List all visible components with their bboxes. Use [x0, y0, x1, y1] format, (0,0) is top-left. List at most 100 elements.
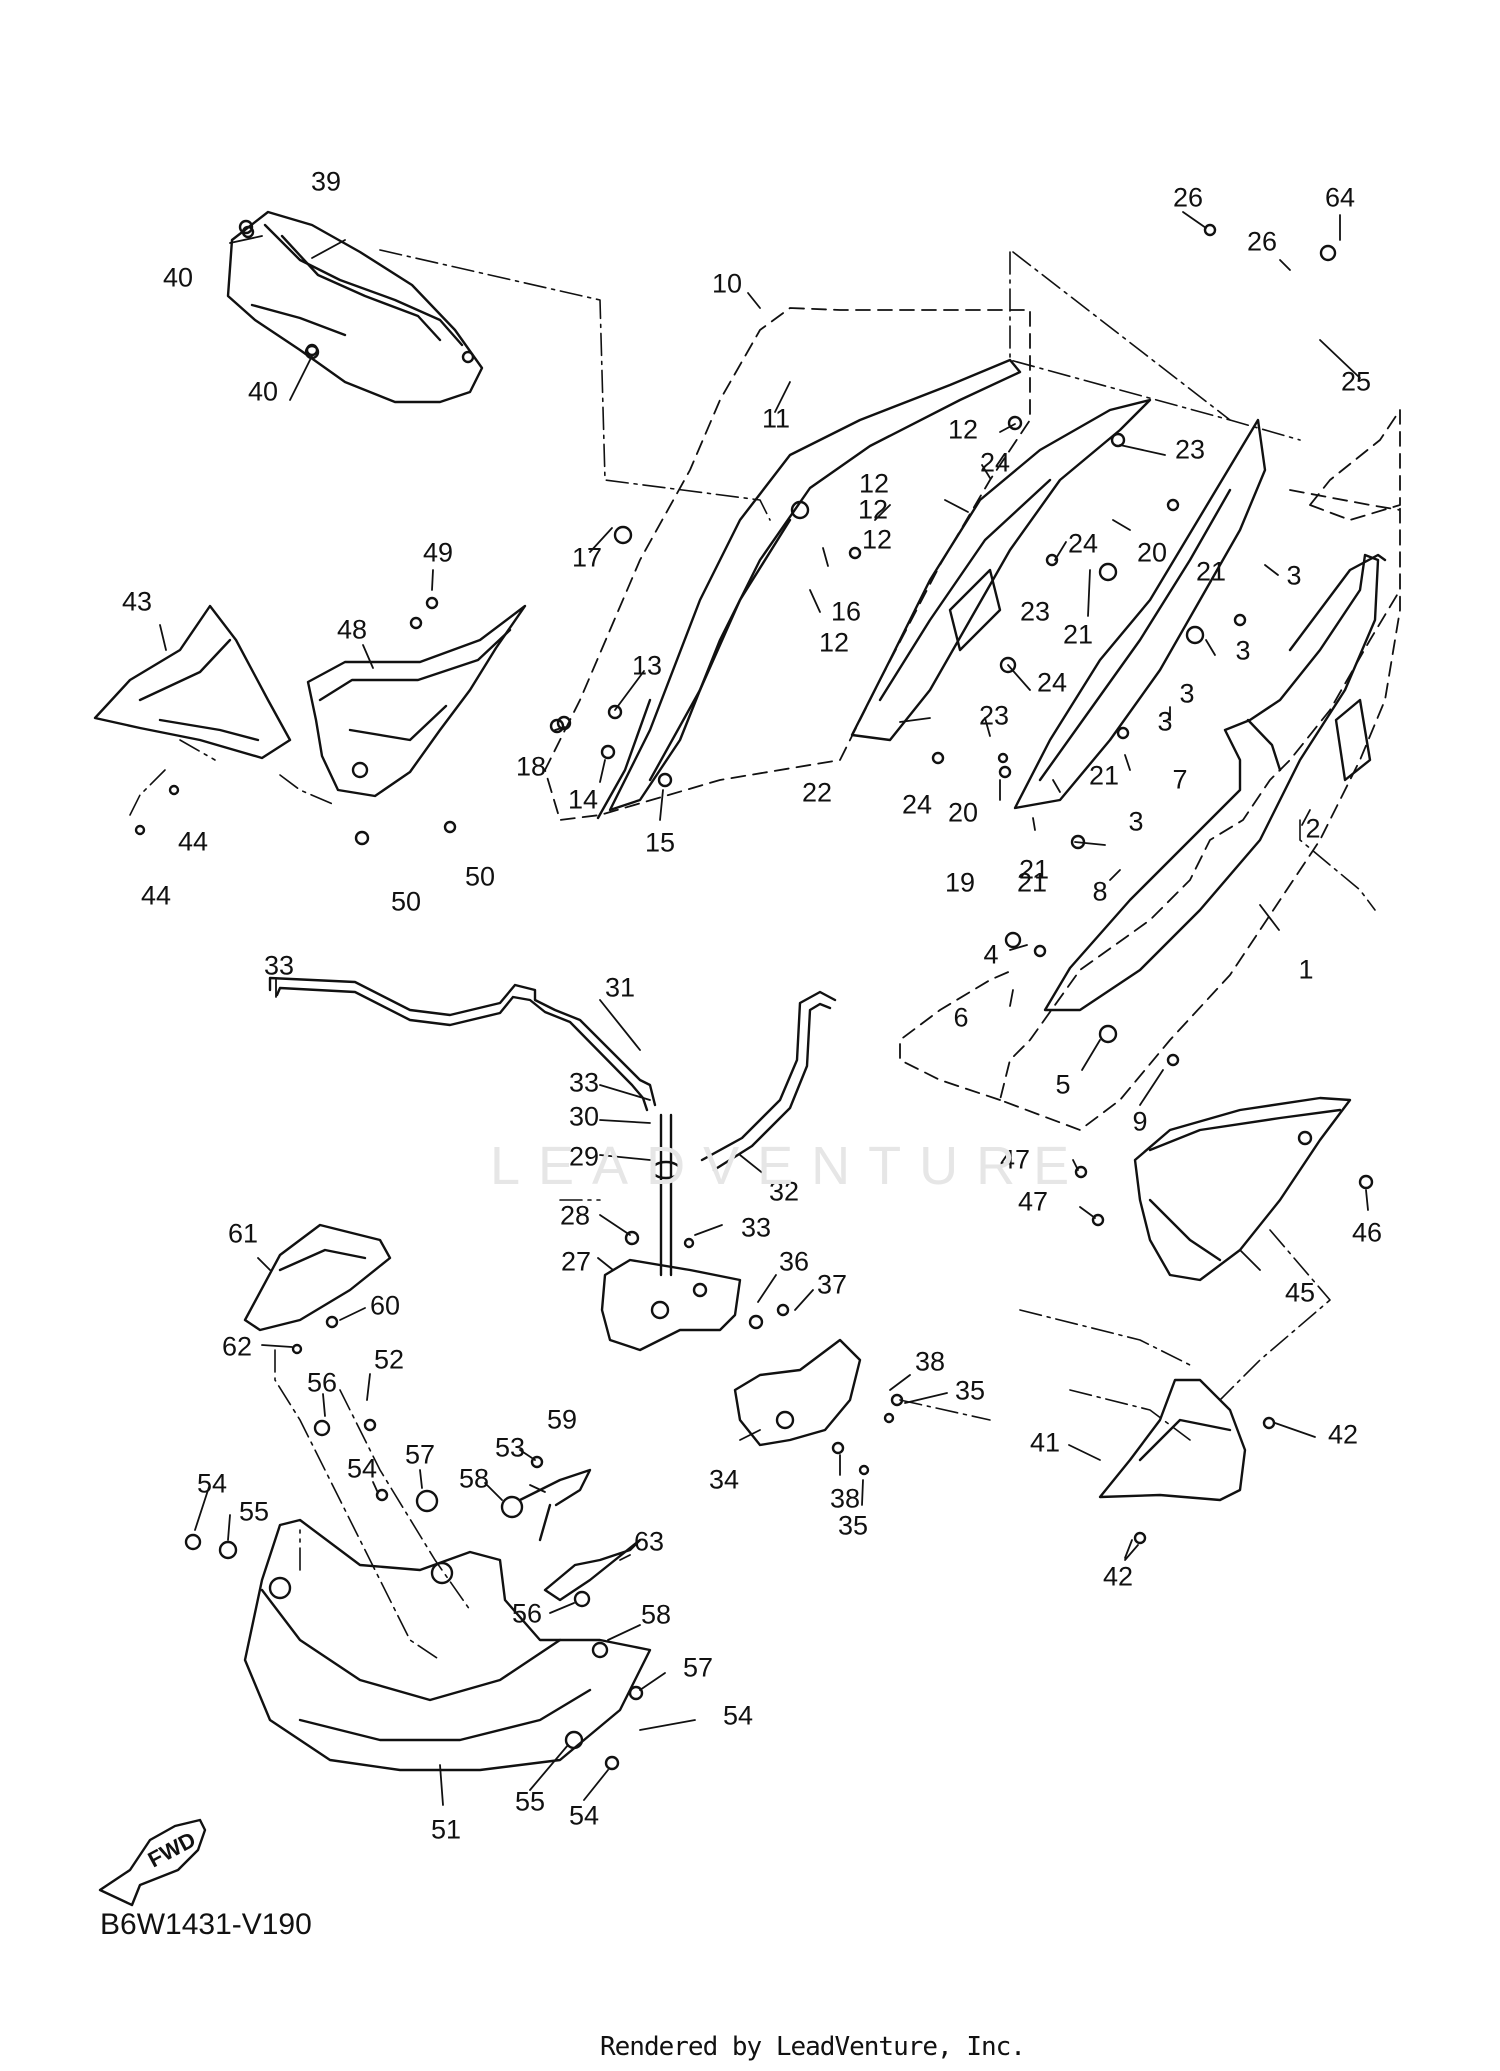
fastener-symbols [134, 219, 1374, 1771]
callout-7: 7 [1172, 764, 1188, 795]
callout-43: 43 [121, 586, 153, 617]
callout-50: 50 [390, 886, 422, 917]
callout-33: 33 [740, 1212, 772, 1243]
callout-12: 12 [858, 468, 890, 499]
callout-60: 60 [369, 1290, 401, 1321]
callout-23: 23 [1174, 434, 1206, 465]
callout-46: 46 [1351, 1217, 1383, 1248]
part-10-inner-frame [596, 358, 1022, 820]
callout-32: 32 [768, 1176, 800, 1207]
callout-54: 54 [346, 1453, 378, 1484]
callout-50: 50 [464, 861, 496, 892]
part-32-hose [700, 990, 837, 1172]
leader-lines [159, 211, 1369, 1806]
callout-2: 2 [1305, 813, 1321, 844]
callout-51: 51 [430, 1814, 462, 1845]
callout-38: 38 [829, 1483, 861, 1514]
callout-12: 12 [861, 524, 893, 555]
callout-3: 3 [1157, 706, 1173, 737]
callout-21: 21 [1062, 619, 1094, 650]
callout-59: 59 [546, 1404, 578, 1435]
callout-3: 3 [1235, 635, 1251, 666]
footer-credit: Rendered by LeadVenture, Inc. [600, 2032, 1026, 2062]
callout-19: 19 [944, 867, 976, 898]
callout-4: 4 [983, 939, 999, 970]
callout-14: 14 [567, 784, 599, 815]
callout-30: 30 [568, 1101, 600, 1132]
callout-3: 3 [1128, 806, 1144, 837]
callout-24: 24 [979, 447, 1011, 478]
callout-31: 31 [604, 972, 636, 1003]
callout-23: 23 [1019, 596, 1051, 627]
callout-35: 35 [837, 1510, 869, 1541]
callout-26: 26 [1246, 226, 1278, 257]
callout-20: 20 [1136, 537, 1168, 568]
part-1-side-cover [1043, 553, 1387, 1012]
part-22-middle-panel [850, 398, 1152, 742]
callout-21: 21 [1018, 854, 1050, 885]
callout-20: 20 [947, 797, 979, 828]
callout-16: 16 [830, 596, 862, 627]
callout-5: 5 [1055, 1069, 1071, 1100]
callout-39: 39 [310, 166, 342, 197]
callout-3: 3 [1286, 560, 1302, 591]
callout-37: 37 [816, 1269, 848, 1300]
callout-11: 11 [761, 403, 791, 434]
callout-21: 21 [1088, 760, 1120, 791]
callout-57: 57 [404, 1439, 436, 1470]
callout-55: 55 [238, 1496, 270, 1527]
part-41-lower-cowl [1098, 1378, 1247, 1502]
callout-3: 3 [1179, 678, 1195, 709]
callout-42: 42 [1102, 1561, 1134, 1592]
callout-64: 64 [1324, 182, 1356, 213]
callout-25: 25 [1340, 366, 1372, 397]
callout-9: 9 [1132, 1106, 1148, 1137]
callout-47: 47 [999, 1144, 1031, 1175]
callout-62: 62 [221, 1331, 253, 1362]
fwd-arrow-icon [98, 1818, 207, 1907]
part-43-mask [93, 604, 292, 760]
callout-1: 1 [1298, 954, 1314, 985]
callout-21: 21 [1195, 556, 1227, 587]
callout-24: 24 [901, 789, 933, 820]
callout-58: 58 [458, 1463, 490, 1494]
callout-47: 47 [1017, 1186, 1049, 1217]
callout-24: 24 [1036, 667, 1068, 698]
part-53-spring-bracket [518, 1468, 592, 1542]
callout-63: 63 [633, 1526, 665, 1557]
callout-21: 21 [1016, 867, 1048, 898]
callout-17: 17 [571, 542, 603, 573]
callout-54: 54 [196, 1468, 228, 1499]
callout-22: 22 [801, 777, 833, 808]
callout-36: 36 [778, 1246, 810, 1277]
callout-54: 54 [722, 1700, 754, 1731]
callout-23: 23 [978, 700, 1010, 731]
callout-44: 44 [140, 880, 172, 911]
callout-26: 26 [1172, 182, 1204, 213]
callout-61: 61 [227, 1218, 259, 1249]
part-34-bracket [733, 1338, 862, 1447]
part-45-side-panel [1133, 1096, 1352, 1282]
callout-42: 42 [1327, 1419, 1359, 1450]
callout-38: 38 [914, 1346, 946, 1377]
callout-40: 40 [247, 376, 279, 407]
callout-45: 45 [1284, 1277, 1316, 1308]
part-29-stem [650, 1113, 682, 1277]
callout-12: 12 [857, 494, 889, 525]
callout-56: 56 [306, 1367, 338, 1398]
part-61-cover [243, 1223, 392, 1332]
callout-27: 27 [560, 1246, 592, 1277]
diagram-code: B6W1431-V190 [100, 1908, 312, 1941]
callout-12: 12 [947, 414, 979, 445]
watermark: LEADVENTURE [490, 1136, 1088, 1196]
callout-53: 53 [494, 1432, 526, 1463]
callout-48: 48 [336, 614, 368, 645]
part-31-hose [268, 976, 657, 1112]
callout-44: 44 [177, 826, 209, 857]
callout-57: 57 [682, 1652, 714, 1683]
callout-52: 52 [373, 1344, 405, 1375]
group-boxes [544, 307, 1401, 1131]
callout-10: 10 [711, 268, 743, 299]
callout-18: 18 [515, 751, 547, 782]
callout-35: 35 [954, 1375, 986, 1406]
